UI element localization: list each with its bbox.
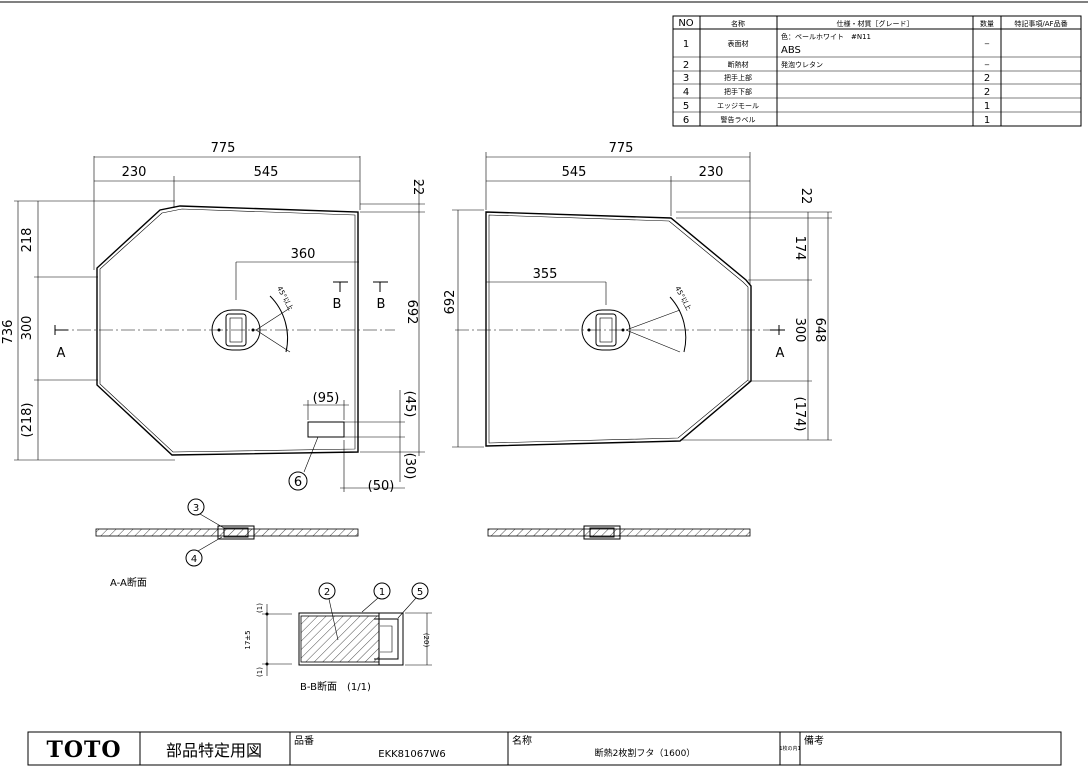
table-header-spec: 仕様・材質［グレード］ <box>837 19 914 28</box>
table-header-name: 名称 <box>731 19 745 28</box>
left-dim-seg-a: 230 <box>122 165 147 180</box>
left-dim-seg-b: 545 <box>254 165 279 180</box>
label-dim-width: (95) <box>313 391 340 406</box>
row-3-name: 把手上部 <box>724 73 752 82</box>
right-angle-arc <box>669 296 687 353</box>
parts-table: NO 名称 仕様・材質［グレード］ 数量 特記事項/AF品番 1 表面材 色：ペ… <box>672 15 1082 127</box>
left-dim-h1: 218 <box>20 228 35 253</box>
label-dim-h1: (45) <box>402 391 417 418</box>
bb-dim-mid: 17±5 <box>244 630 252 649</box>
callout-4: 4 <box>191 554 197 565</box>
row-6-name: 警告ラベル <box>721 115 756 124</box>
table-header-no: NO <box>678 18 693 29</box>
right-dim-h1: 174 <box>792 236 807 261</box>
left-dim-total-width: 775 <box>211 141 236 156</box>
label-dim-h2: (30) <box>402 453 417 480</box>
right-section-a-label: A <box>776 346 785 361</box>
row-3-qty: 2 <box>984 73 990 84</box>
warning-label-rect <box>307 421 345 438</box>
toto-logo: TOTO <box>46 737 121 763</box>
right-dim-top-offset: 22 <box>798 188 813 205</box>
row-4-no: 4 <box>683 87 689 98</box>
label-dim-x: (50) <box>368 479 395 494</box>
row-5-no: 5 <box>683 101 689 112</box>
name-label: 名称 <box>512 734 532 747</box>
callout-3: 3 <box>193 503 199 514</box>
right-dim-h2: 300 <box>792 318 807 343</box>
right-lid-outline <box>485 211 752 447</box>
section-aa: 3 4 A-A断面 <box>95 498 751 589</box>
row-6-qty: 1 <box>984 115 990 126</box>
left-dim-top-offset: 22 <box>410 179 425 196</box>
row-5-name: エッジモール <box>717 102 759 110</box>
right-dim-handle-offset: 355 <box>533 267 558 282</box>
row-1-name: 表面材 <box>728 39 749 48</box>
left-dim-height: 692 <box>404 300 419 325</box>
sheet-mark: 1枚の内1 <box>779 745 800 752</box>
right-dim-seg-a: 545 <box>562 165 587 180</box>
row-1-spec: 色：ペールホワイト #N11 <box>781 32 871 41</box>
right-dim-h3: (174) <box>792 397 807 432</box>
row-1-qty: − <box>984 40 990 48</box>
callout-6-label: 6 <box>294 475 302 490</box>
left-handle <box>211 309 261 351</box>
section-bb-caption: B-B断面 (1/1) <box>300 680 371 693</box>
right-dim-height: 692 <box>443 290 458 315</box>
doc-type: 部品特定用図 <box>166 741 262 760</box>
left-lid-view: A 45°以上 B B 775 230 545 360 <box>1 141 425 494</box>
callout-6 <box>288 471 308 491</box>
row-1-no: 1 <box>683 39 689 50</box>
bb-dim-top: (1) <box>256 603 264 613</box>
right-angle-label: 45°以上 <box>673 284 693 312</box>
section-aa-caption: A-A断面 <box>110 576 147 589</box>
left-dim-handle-offset: 360 <box>291 247 316 262</box>
row-1-spec2: ABS <box>781 45 801 56</box>
callout-1: 1 <box>379 587 385 598</box>
row-2-name: 断熱材 <box>728 60 749 69</box>
row-2-no: 2 <box>683 60 689 71</box>
left-angle-arc <box>269 295 289 353</box>
left-dim-total-height: 736 <box>1 320 16 345</box>
right-dim-total-width: 775 <box>609 141 634 156</box>
row-2-qty: − <box>984 61 990 69</box>
right-lid-view: A 45°以上 355 775 545 230 692 <box>443 141 832 448</box>
row-2-spec: 発泡ウレタン <box>781 60 823 69</box>
part-no-label: 品番 <box>294 735 314 747</box>
left-dim-h2: 300 <box>20 316 35 341</box>
left-section-a-label: A <box>57 346 66 361</box>
left-lid-outline <box>96 205 359 456</box>
section-bb: (1) 17±5 (1) (20) 2 1 5 B-B断面 (1/1) <box>244 582 432 693</box>
part-no: EKK81067W6 <box>378 749 446 760</box>
right-dim-total-height: 648 <box>812 318 827 343</box>
left-section-b-label-1: B <box>333 297 342 312</box>
remarks-label: 備考 <box>804 734 824 747</box>
title-block: TOTO 部品特定用図 品番 EKK81067W6 名称 断熱2枚割フタ（160… <box>27 731 1062 766</box>
callout-2: 2 <box>324 587 330 598</box>
part-name: 断熱2枚割フタ（1600） <box>595 747 696 759</box>
row-6-no: 6 <box>683 115 689 126</box>
row-4-name: 把手下部 <box>724 87 752 96</box>
row-3-no: 3 <box>683 73 689 84</box>
bb-dim-height: (20) <box>422 633 430 648</box>
callout-5: 5 <box>417 587 423 598</box>
left-angle-label: 45°以上 <box>275 284 295 312</box>
row-5-qty: 1 <box>984 101 990 112</box>
bb-dim-bottom: (1) <box>256 667 264 677</box>
row-4-qty: 2 <box>984 87 990 98</box>
table-header-note: 特記事項/AF品番 <box>1014 19 1067 28</box>
left-dim-h3: (218) <box>20 403 35 438</box>
left-section-b-label-2: B <box>377 297 386 312</box>
right-dim-seg-b: 230 <box>699 165 724 180</box>
right-handle <box>581 309 631 351</box>
table-header-qty: 数量 <box>980 19 994 28</box>
